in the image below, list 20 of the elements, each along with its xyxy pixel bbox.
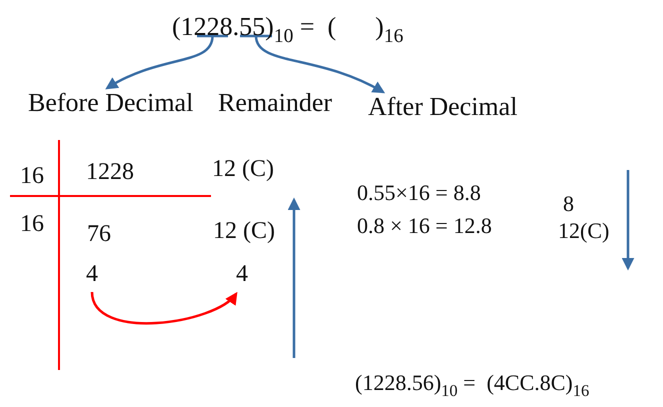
math-label: 8 bbox=[563, 193, 574, 215]
expression-text: Before Decimal bbox=[28, 90, 194, 116]
math-label: (1228.56)$_{10}$ = (4CC.8C)$_{16}$ bbox=[355, 372, 590, 394]
expression-text: (1228.55)$_{10}$ = ( )$_{16}$ bbox=[172, 14, 404, 40]
arrow bbox=[238, 34, 386, 94]
math-label: 1228 bbox=[86, 160, 134, 184]
math-label: 76 bbox=[87, 222, 111, 246]
math-label: 0.55×16 = 8.8 bbox=[357, 182, 481, 204]
arrow bbox=[105, 34, 230, 90]
math-label: 16 bbox=[20, 212, 44, 236]
arrow bbox=[90, 292, 238, 324]
math-label: 12 (C) bbox=[213, 219, 275, 243]
math-label: 12 (C) bbox=[212, 157, 274, 181]
math-label: 16 bbox=[20, 164, 44, 188]
expression-text: After Decimal bbox=[368, 94, 518, 120]
expression-text: 4 bbox=[236, 262, 248, 286]
math-label: 12(C) bbox=[558, 220, 610, 242]
math-label: 0.8 × 16 = 12.8 bbox=[357, 215, 492, 237]
math-label: Remainder bbox=[218, 90, 332, 116]
expression-text: 4 bbox=[86, 262, 98, 286]
